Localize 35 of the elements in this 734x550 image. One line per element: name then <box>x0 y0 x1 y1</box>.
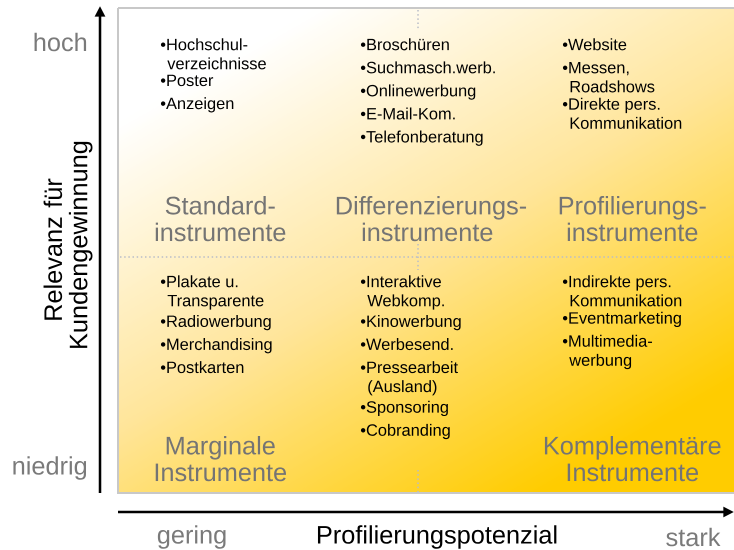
category-heading: Profilierungs- instrumente <box>560 196 706 242</box>
axis-title: Relevanz für Kundengewinnung <box>44 142 92 348</box>
axis-tick-label: niedrig <box>13 456 86 480</box>
bullet-item: •Merchandising <box>160 338 272 354</box>
bullet-item: •Anzeigen <box>160 97 234 112</box>
bullet-item: •Direkte pers. Kommunikation <box>562 98 682 129</box>
bullet-item: •Kinowerbung <box>360 314 461 330</box>
bullet-item: •Broschüren <box>360 38 449 50</box>
bullet-item: •Plakate u. Transparente <box>160 275 264 310</box>
bullet-item: •Website <box>562 38 626 50</box>
bullet-item: •Hochschul- verzeichnisse <box>160 38 266 70</box>
bullet-item: •Poster <box>160 74 214 86</box>
category-heading: Differenzierungs- instrumente <box>336 196 526 242</box>
bullet-item: •Sponsoring <box>360 400 448 416</box>
axis-tick-label: gering <box>158 525 226 549</box>
category-heading: Komplementäre Instrumente <box>544 436 721 482</box>
bullet-item: •Suchmasch.werb. <box>360 61 495 74</box>
bullet-item: •Cobranding <box>360 424 450 440</box>
bullet-item: •Werbesend. <box>360 338 453 350</box>
bullet-item: •Messen, Roadshows <box>562 62 654 92</box>
bullet-item: •Onlinewerbung <box>360 84 476 100</box>
bullet-item: •E-Mail-Kom. <box>360 107 455 120</box>
bullet-item: •Eventmarketing <box>562 312 681 327</box>
category-heading: Marginale Instrumente <box>156 436 286 482</box>
bullet-item: •Radiowerbung <box>160 314 271 330</box>
axis-tick-label: hoch <box>34 32 86 52</box>
bullet-item: •Postkarten <box>160 361 244 374</box>
bullet-item: •Pressearbeit (Ausland) <box>360 361 458 396</box>
bullet-item: •Telefonberatung <box>360 130 483 146</box>
axis-tick-label: stark <box>666 528 720 546</box>
bullet-item: •Interaktive Webkomp. <box>360 275 444 310</box>
bullet-item: •Multimedia- werbung <box>562 334 652 370</box>
axis-title: Profilierungspotenzial <box>318 525 556 549</box>
bullet-item: •Indirekte pers. Kommunikation <box>562 275 682 306</box>
category-heading: Standard- instrumente <box>156 196 286 242</box>
